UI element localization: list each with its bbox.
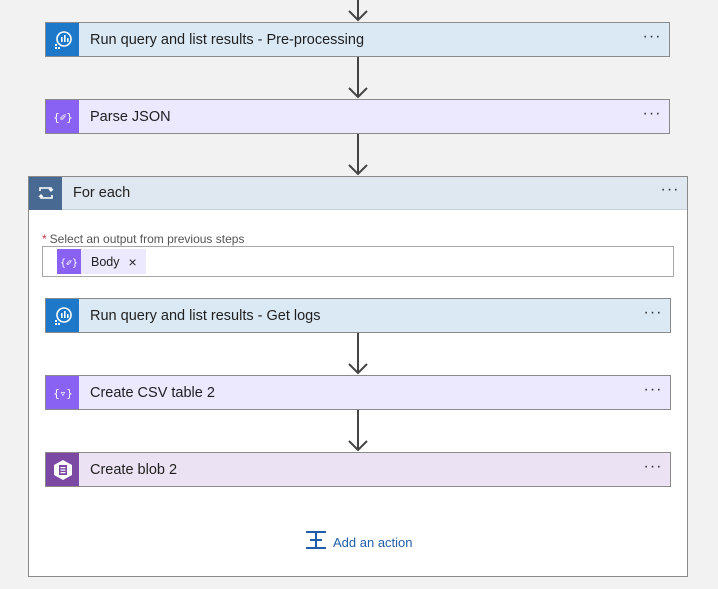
- connector-arrow: [347, 410, 369, 452]
- add-action-icon: [305, 530, 327, 555]
- more-options-icon[interactable]: ···: [643, 303, 663, 321]
- connector-arrow: [347, 134, 369, 176]
- foreach-container: For each ··· *Select an output from prev…: [28, 176, 688, 577]
- data-operations-icon: {✐}: [46, 100, 79, 133]
- add-an-action-button[interactable]: Add an action: [305, 530, 413, 555]
- close-icon[interactable]: ×: [128, 253, 137, 270]
- body-token[interactable]: {✐} Body ×: [57, 249, 146, 274]
- svg-text:{▿}: {▿}: [53, 387, 73, 400]
- step-title: Run query and list results - Pre-process…: [90, 31, 365, 48]
- connector-arrow: [347, 57, 369, 99]
- more-options-icon[interactable]: ···: [643, 380, 663, 398]
- field-label: *Select an output from previous steps: [42, 232, 244, 246]
- connector-arrow: [347, 333, 369, 375]
- step-run-query-preprocessing[interactable]: Run query and list results - Pre-process…: [45, 22, 670, 57]
- foreach-title: For each: [73, 185, 131, 201]
- loop-icon: [29, 176, 62, 210]
- step-title: Create CSV table 2: [90, 384, 215, 401]
- required-marker: *: [42, 232, 47, 246]
- step-create-blob-2[interactable]: Create blob 2 ···: [45, 452, 671, 487]
- log-analytics-icon: [46, 23, 79, 56]
- data-operations-icon: {▿}: [46, 376, 79, 409]
- connector-arrow: [347, 0, 369, 22]
- blob-storage-icon: [46, 453, 79, 486]
- more-options-icon[interactable]: ···: [642, 27, 662, 45]
- add-action-label: Add an action: [333, 535, 413, 550]
- svg-text:{✐}: {✐}: [53, 111, 73, 124]
- token-label: Body: [91, 254, 120, 269]
- foreach-header[interactable]: For each ···: [29, 176, 687, 210]
- step-title: Create blob 2: [90, 461, 178, 478]
- log-analytics-icon: [46, 299, 79, 332]
- step-title: Run query and list results - Get logs: [90, 307, 321, 324]
- more-options-icon[interactable]: ···: [642, 104, 662, 122]
- step-parse-json[interactable]: {✐} Parse JSON ···: [45, 99, 670, 134]
- step-title: Parse JSON: [90, 108, 171, 125]
- svg-text:{✐}: {✐}: [60, 258, 78, 269]
- more-options-icon[interactable]: ···: [660, 181, 680, 198]
- data-operations-icon: {✐}: [57, 249, 81, 274]
- more-options-icon[interactable]: ···: [643, 457, 663, 475]
- select-output-field[interactable]: {✐} Body ×: [42, 246, 674, 277]
- field-label-text: Select an output from previous steps: [49, 232, 245, 246]
- step-create-csv-table-2[interactable]: {▿} Create CSV table 2 ···: [45, 375, 671, 410]
- step-run-query-get-logs[interactable]: Run query and list results - Get logs ··…: [45, 298, 671, 333]
